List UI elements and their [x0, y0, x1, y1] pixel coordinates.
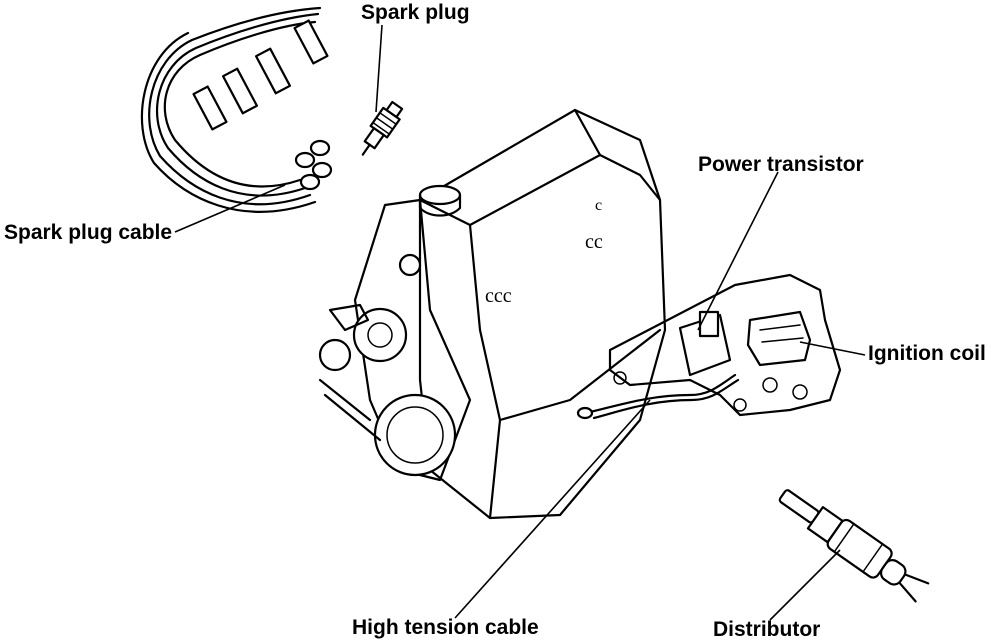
label-spark-plug: Spark plug — [361, 1, 470, 24]
label-spark-plug-cable: Spark plug cable — [4, 221, 173, 244]
distributor — [778, 489, 930, 603]
svg-text:c: c — [595, 197, 602, 214]
svg-text:cc: cc — [585, 231, 603, 253]
leader-distributor — [769, 549, 841, 621]
label-distributor: Distributor — [713, 618, 821, 641]
ignition-coil-assembly — [608, 273, 842, 417]
leader-spark-plug — [375, 24, 383, 113]
label-power-transistor: Power transistor — [698, 153, 864, 176]
spark-plug-cable-set — [140, 6, 333, 213]
spark-plug — [361, 100, 404, 156]
leader-ignition-coil — [799, 341, 866, 356]
leader-power-transistor — [697, 171, 779, 331]
leader-spark-plug-cable — [174, 184, 286, 233]
svg-text:ccc: ccc — [485, 285, 512, 307]
leader-high-tension-cable — [454, 399, 651, 619]
label-high-tension-cable: High tension cable — [352, 616, 539, 639]
engine-block: ccc cc c — [318, 108, 667, 520]
label-ignition-coil: Ignition coil — [868, 342, 986, 365]
high-tension-cable — [576, 373, 740, 420]
